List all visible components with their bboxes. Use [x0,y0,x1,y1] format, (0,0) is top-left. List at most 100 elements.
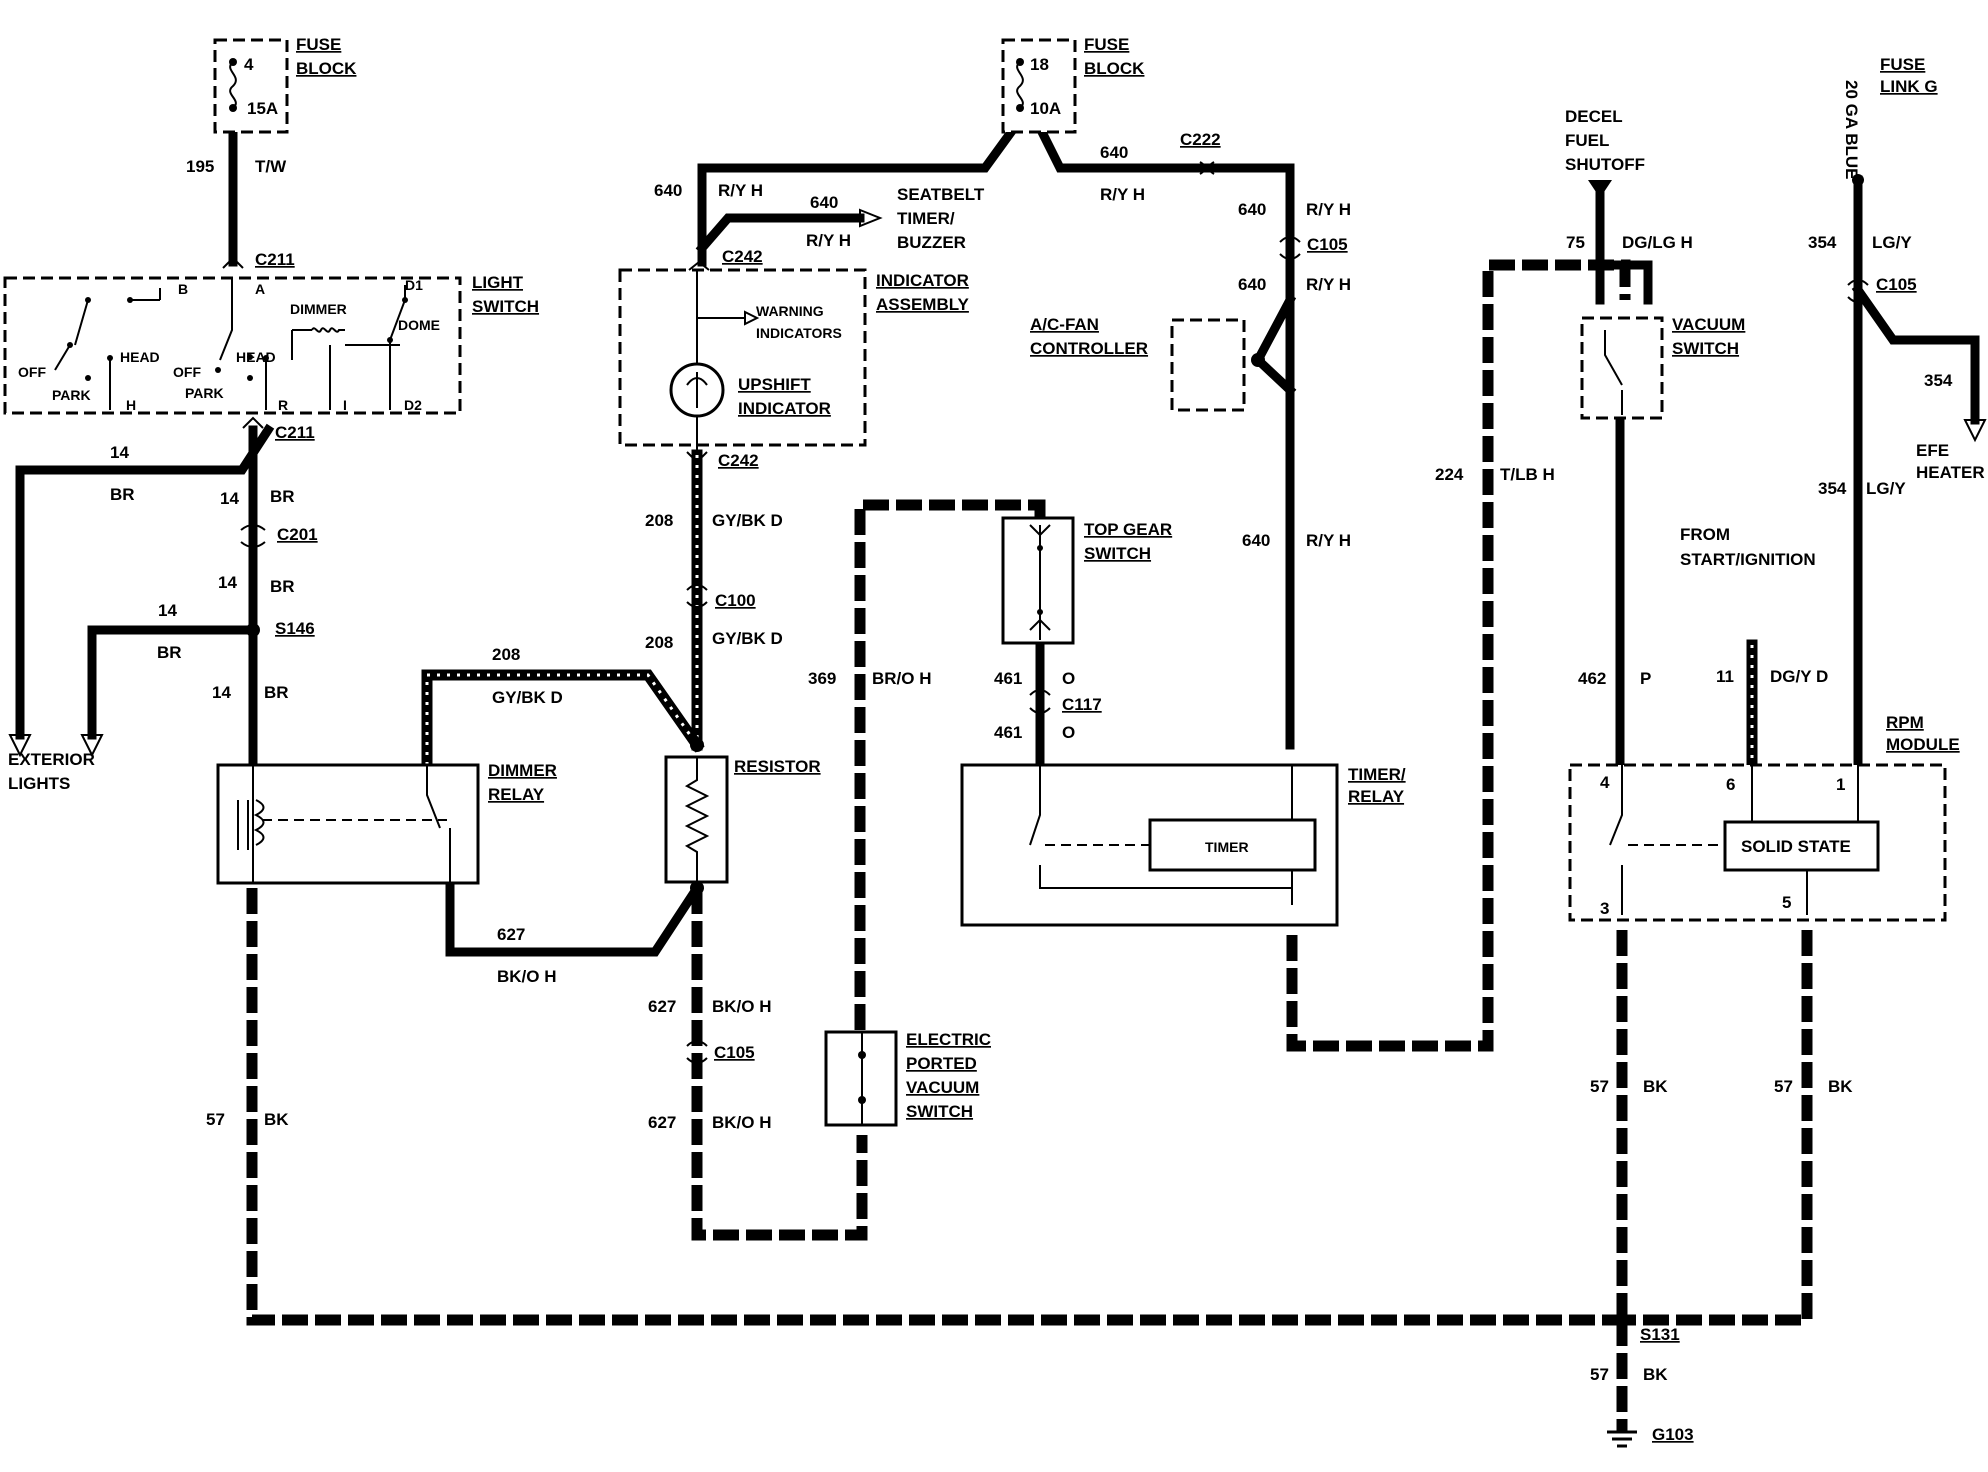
w627c-num: 627 [648,1113,676,1132]
topgear-1: TOP GEAR [1084,520,1172,539]
w57b-color: BK [1643,1077,1668,1096]
w640d-color: R/Y H [1306,200,1351,219]
ia-warning1: WARNING [756,303,824,319]
w57a-color: BK [264,1110,289,1129]
wire-369 [854,499,1046,1030]
seatbelt-2: TIMER/ [897,209,955,228]
c211a: C211 [255,250,295,269]
w640c-color: R/Y H [1100,185,1145,204]
w461a-num: 461 [994,669,1022,688]
w195-num: 195 [186,157,214,176]
c105c: C105 [1876,275,1917,294]
wire-640-right [1031,117,1295,750]
epvs-3: VACUUM [906,1078,979,1097]
rpm-p4: 4 [1600,773,1610,792]
from-1: FROM [1680,525,1730,544]
ls-i: I [343,397,347,413]
wire-640-left [697,117,1024,267]
fuse-block-1-title2: BLOCK [296,59,357,78]
w640a-color: R/Y H [718,181,763,200]
arrow-seatbelt [859,208,883,228]
resistor [664,755,729,884]
c242a: C242 [722,247,763,266]
w369-color: BR/O H [872,669,932,688]
w640a-num: 640 [654,181,682,200]
w627a-num: 627 [497,925,525,944]
w640b-num: 640 [810,193,838,212]
ls-off2: OFF [173,364,201,380]
ls-d1: D1 [405,277,423,293]
wire-640-bump [1252,293,1297,397]
c105b: C105 [1307,235,1348,254]
c100: C100 [715,591,756,610]
dimmer-1: DIMMER [488,761,557,780]
w14d-color: BR [157,643,182,662]
w627a-color: BK/O H [497,967,557,986]
ls-off1: OFF [18,364,46,380]
c242b: C242 [718,451,759,470]
w354b-num: 354 [1924,371,1953,390]
fuse-block-1-title: FUSE [296,35,341,54]
acfan-1: A/C-FAN [1030,315,1099,334]
w11-color: DG/Y D [1770,667,1828,686]
ls-head2: HEAD [236,349,276,365]
w208c-num: 208 [492,645,520,664]
arrow-efe [1963,419,1987,443]
rpm-inner: SOLID STATE [1741,837,1851,856]
arrow-exterior-2 [80,734,104,758]
decel-2: FUEL [1565,131,1609,150]
s146: S146 [275,619,315,638]
wire-75b [1595,260,1653,305]
fuse-2-pin: 18 [1030,55,1049,74]
c105a: C105 [714,1043,755,1062]
indicator-assembly [618,268,867,450]
wire-354-efe [1851,283,1980,425]
timer-1: TIMER/ [1348,765,1406,784]
topgear-2: SWITCH [1084,544,1151,563]
efe-1: EFE [1916,441,1949,460]
w75-num: 75 [1566,233,1585,252]
ls-d2: D2 [404,397,422,413]
w354a-num: 354 [1808,233,1837,252]
wire-627-down [691,888,868,1241]
w461b-color: O [1062,723,1075,742]
w354c-num: 354 [1818,479,1847,498]
decel-3: SHUTOFF [1565,155,1645,174]
w369-num: 369 [808,669,836,688]
fuse-block-2-title2: BLOCK [1084,59,1145,78]
dimmer-relay [216,763,480,885]
c222: C222 [1180,130,1221,149]
ls-b: B [178,281,188,297]
w14e-color: BR [264,683,289,702]
w640f-color: R/Y H [1306,531,1351,550]
wire-57-bus [246,888,1622,1326]
w627b-color: BK/O H [712,997,772,1016]
rpm-p3: 3 [1600,899,1609,918]
w640e-num: 640 [1238,275,1266,294]
top-gear-switch [1001,516,1075,645]
rpm-1: RPM [1886,713,1924,732]
labels: FUSE BLOCK 4 15A FUSE BLOCK 18 10A FUSE … [8,35,1985,1444]
fuse-link-wire: 20 GA BLUE [1842,80,1861,180]
arrow-exterior-1 [8,734,32,758]
fuse-link-line1: FUSE [1880,55,1925,74]
vac-1: VACUUM [1672,315,1745,334]
ia-title: INDICATOR [876,271,969,290]
wire-627-relay [445,881,704,957]
w14b-color: BR [270,487,295,506]
light-switch-title2: SWITCH [472,297,539,316]
resistor-label: RESISTOR [734,757,821,776]
w640c-num: 640 [1100,143,1128,162]
w14d-num: 14 [158,601,177,620]
timer-2: RELAY [1348,787,1405,806]
w57c-color: BK [1828,1077,1853,1096]
ls-park2: PARK [185,385,224,401]
fuse-block-2-title: FUSE [1084,35,1129,54]
seatbelt-3: BUZZER [897,233,966,252]
ls-h: H [126,397,136,413]
acfan-2: CONTROLLER [1030,339,1148,358]
electric-ported-vacuum-switch [824,1030,898,1127]
w461b-num: 461 [994,723,1022,742]
wire-14-s146 [87,625,258,740]
w14b-num: 14 [220,489,239,508]
